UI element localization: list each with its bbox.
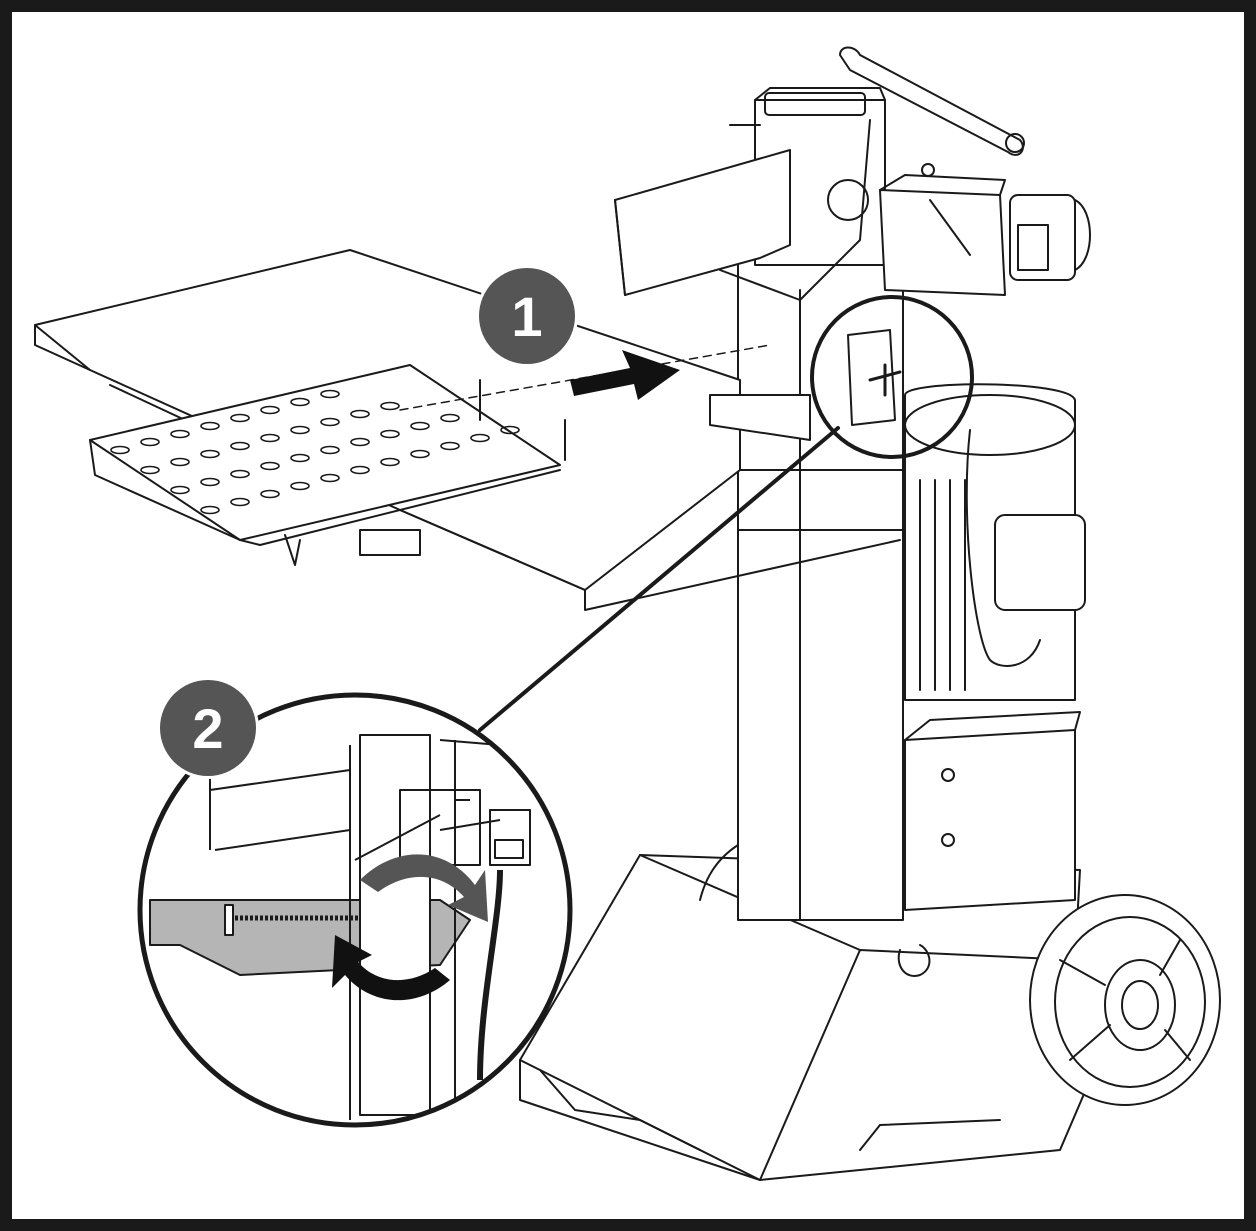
wheel <box>1029 894 1221 1106</box>
step-badge-1: 1 <box>479 268 575 364</box>
control-lever-assembly <box>839 46 1091 296</box>
magnifier-connector <box>478 426 840 732</box>
electric-motor <box>904 383 1086 701</box>
splitting-wedge <box>614 87 886 301</box>
hydraulic-box <box>904 711 1081 911</box>
table-holes <box>110 389 520 515</box>
insert-direction-arrow <box>570 350 680 400</box>
detail-focus-circle <box>810 295 974 459</box>
step-badge-2: 2 <box>160 680 256 776</box>
rotate-arrow-upper <box>360 854 488 922</box>
table-mount-bracket <box>709 329 902 441</box>
detail-view <box>137 692 573 1128</box>
rotate-arrow-lower <box>332 935 450 1001</box>
